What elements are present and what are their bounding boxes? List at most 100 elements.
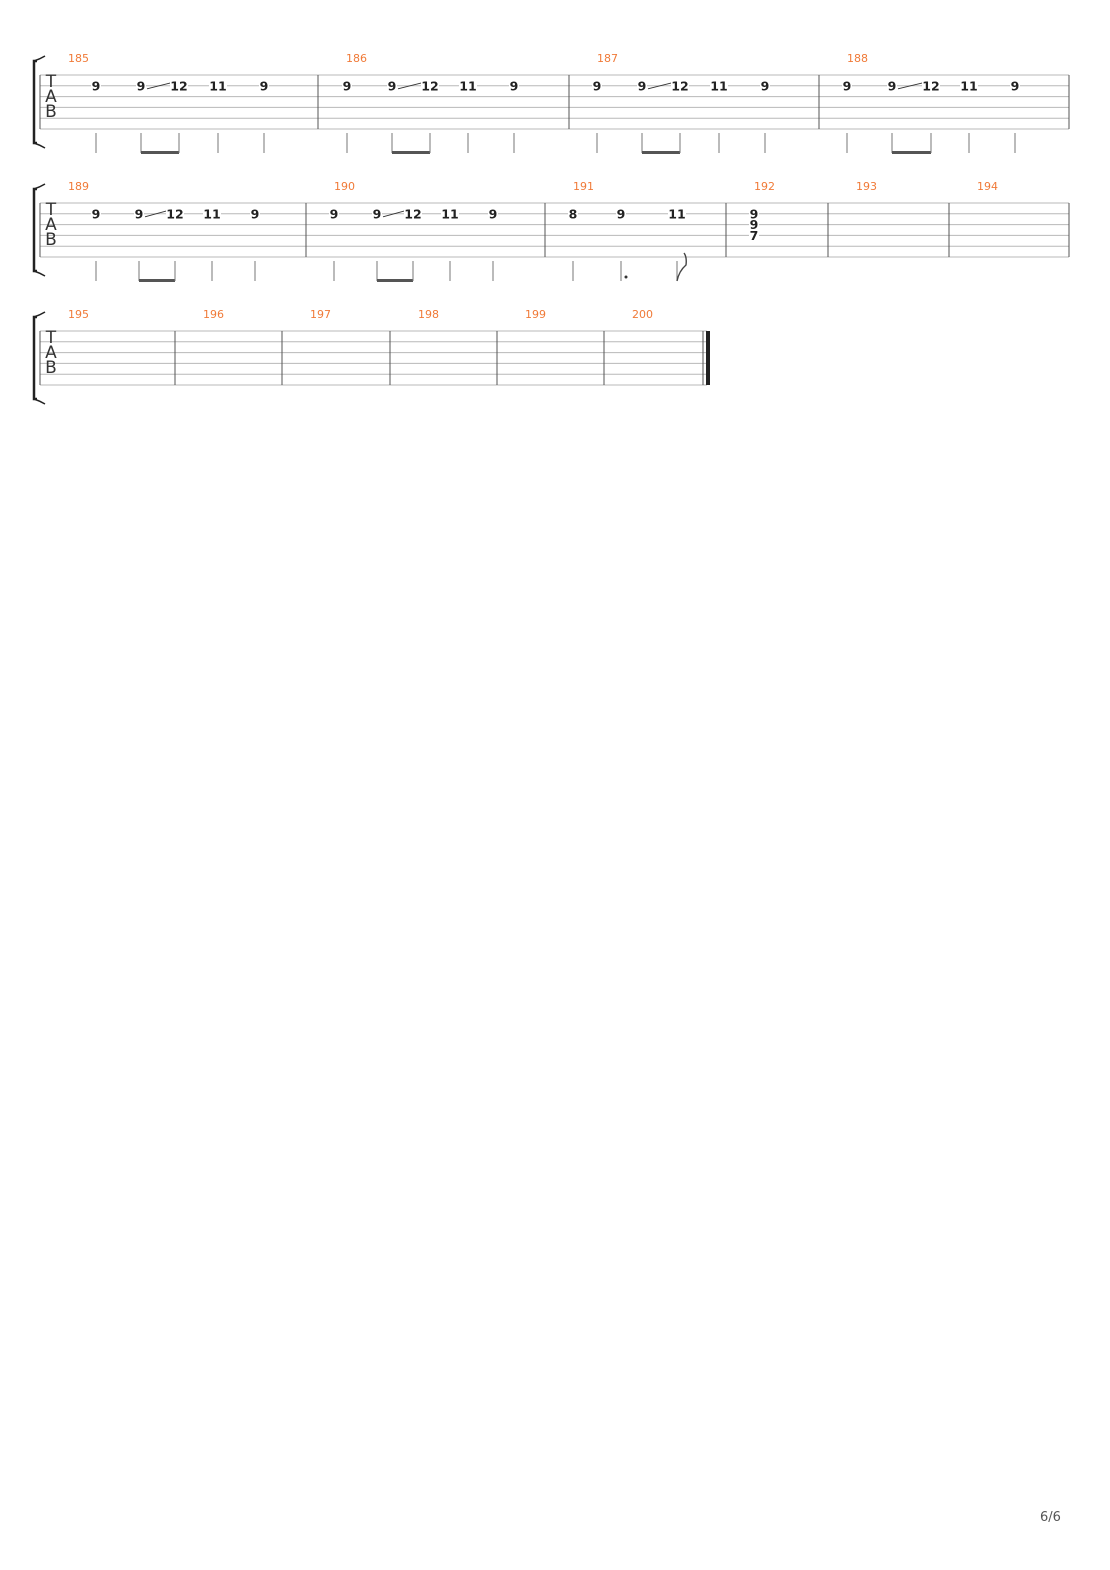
fret-number: 9 — [843, 78, 852, 93]
note-backdrop — [209, 79, 227, 91]
measure-number: 197 — [310, 308, 331, 321]
measure-number: 200 — [632, 308, 653, 321]
fret-number: 9 — [137, 78, 146, 93]
fret-number: 9 — [510, 78, 519, 93]
note-backdrop — [166, 207, 184, 219]
fret-number: 9 — [92, 78, 101, 93]
fret-number: 9 — [92, 206, 101, 221]
slide-line — [382, 210, 406, 218]
note-backdrop — [387, 79, 397, 91]
fret-number: 9 — [251, 206, 260, 221]
beam — [642, 151, 680, 154]
tab-clef-letter: B — [45, 358, 57, 378]
measure-number: 199 — [525, 308, 546, 321]
measure-number: 186 — [346, 52, 367, 65]
measure-number: 185 — [68, 52, 89, 65]
note-backdrop — [1010, 79, 1020, 91]
note-backdrop — [960, 79, 978, 91]
note-backdrop — [842, 79, 852, 91]
note-backdrop — [404, 207, 422, 219]
slide-line — [397, 82, 423, 90]
fret-number: 11 — [203, 206, 220, 221]
measure-number: 191 — [573, 180, 594, 193]
fret-number: 9 — [135, 206, 144, 221]
measure-number: 194 — [977, 180, 998, 193]
fret-number: 12 — [170, 78, 187, 93]
slide-line — [146, 82, 172, 90]
tab-clef-letter: A — [45, 215, 57, 235]
measure-number: 188 — [847, 52, 868, 65]
fret-number: 11 — [209, 78, 226, 93]
note-backdrop — [568, 207, 578, 219]
note-backdrop — [136, 79, 146, 91]
bracket-hook-top — [33, 55, 46, 62]
fret-number: 9 — [260, 78, 269, 93]
note-backdrop — [749, 207, 759, 219]
bracket-hook-top — [33, 183, 46, 190]
measure-number: 189 — [68, 180, 89, 193]
fret-number: 9 — [593, 78, 602, 93]
beam — [139, 279, 175, 282]
measure-number: 195 — [68, 308, 89, 321]
system-bracket — [32, 59, 37, 145]
note-backdrop — [91, 79, 101, 91]
note-backdrop — [710, 79, 728, 91]
note-backdrop — [421, 79, 439, 91]
fret-number: 9 — [761, 78, 770, 93]
note-backdrop — [250, 207, 260, 219]
measure-number: 192 — [754, 180, 775, 193]
fret-number: 9 — [388, 78, 397, 93]
bracket-hook-bottom — [33, 142, 46, 149]
fret-number: 7 — [750, 228, 759, 243]
system-bracket — [32, 315, 37, 401]
note-backdrop — [749, 218, 759, 230]
note-backdrop — [259, 79, 269, 91]
fret-number: 9 — [750, 206, 759, 221]
fret-number: 12 — [404, 206, 421, 221]
note-backdrop — [760, 79, 770, 91]
slide-line — [647, 82, 673, 90]
slide-line — [144, 210, 168, 218]
note-backdrop — [459, 79, 477, 91]
fret-number: 11 — [459, 78, 476, 93]
note-backdrop — [329, 207, 339, 219]
measure-number: 198 — [418, 308, 439, 321]
fret-number: 11 — [710, 78, 727, 93]
fret-number: 12 — [421, 78, 438, 93]
tab-clef-letter: A — [45, 87, 57, 107]
measure-number: 193 — [856, 180, 877, 193]
bracket-hook-bottom — [33, 270, 46, 277]
fret-number: 9 — [373, 206, 382, 221]
fret-number: 9 — [330, 206, 339, 221]
beam — [892, 151, 931, 154]
fret-number: 9 — [750, 217, 759, 232]
fret-number: 9 — [888, 78, 897, 93]
note-backdrop — [342, 79, 352, 91]
note-backdrop — [637, 79, 647, 91]
measure-number: 187 — [597, 52, 618, 65]
fret-number: 9 — [617, 206, 626, 221]
fret-number: 9 — [1011, 78, 1020, 93]
fret-number: 9 — [343, 78, 352, 93]
note-backdrop — [922, 79, 940, 91]
note-backdrop — [203, 207, 221, 219]
fret-number: 11 — [441, 206, 458, 221]
note-backdrop — [441, 207, 459, 219]
bracket-hook-bottom — [33, 398, 46, 405]
tab-clef-letter: B — [45, 102, 57, 122]
beam — [392, 151, 430, 154]
augmentation-dot — [624, 275, 628, 279]
tab-clef-letter: A — [45, 343, 57, 363]
note-backdrop — [134, 207, 144, 219]
fret-number: 12 — [166, 206, 183, 221]
note-backdrop — [91, 207, 101, 219]
tab-clef-letter: T — [45, 72, 57, 92]
note-backdrop — [488, 207, 498, 219]
fret-number: 9 — [489, 206, 498, 221]
fret-number: 12 — [922, 78, 939, 93]
note-backdrop — [671, 79, 689, 91]
tab-clef-letter: B — [45, 230, 57, 250]
page-number: 6/6 — [1040, 1510, 1061, 1525]
